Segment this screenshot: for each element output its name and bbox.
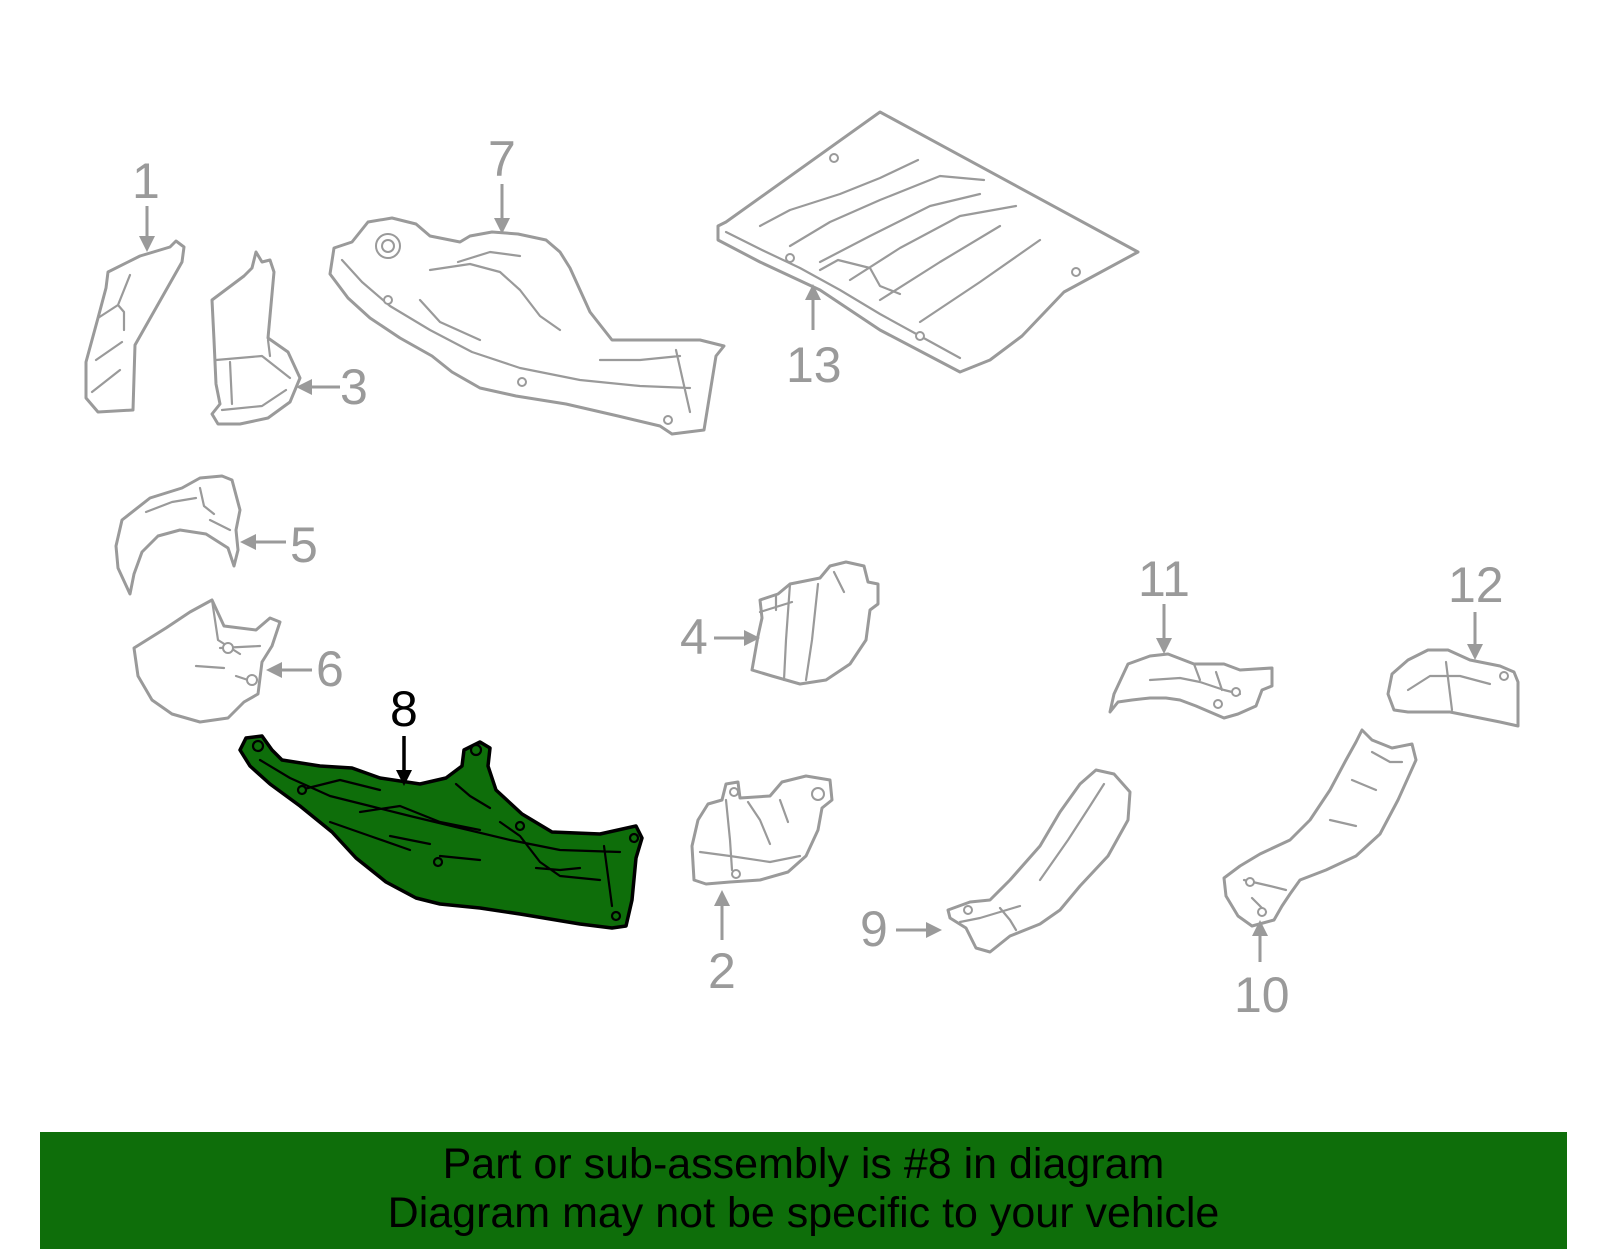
part-4[interactable] (750, 560, 880, 686)
part-3[interactable] (210, 250, 302, 426)
part-2[interactable] (690, 774, 834, 886)
callout-8: 8 (390, 681, 418, 786)
callout-11-label: 11 (1138, 551, 1190, 607)
banner-line-2: Diagram may not be specific to your vehi… (387, 1189, 1220, 1237)
callout-6-label: 6 (316, 641, 344, 697)
part-9[interactable] (946, 768, 1132, 954)
callout-7: 7 (488, 131, 516, 234)
callout-13-label: 13 (786, 337, 842, 393)
part-5[interactable] (114, 474, 242, 596)
callout-6: 6 (266, 641, 344, 697)
callout-3-label: 3 (340, 359, 368, 415)
part-1[interactable] (84, 239, 186, 414)
part-13[interactable] (716, 110, 1140, 374)
part-11[interactable] (1108, 652, 1274, 720)
callout-12-label: 12 (1448, 557, 1504, 613)
callout-9: 9 (860, 901, 942, 957)
callout-10: 10 (1234, 920, 1290, 1023)
banner-line-1: Part or sub-assembly is #8 in diagram (442, 1140, 1165, 1188)
callout-10-label: 10 (1234, 967, 1290, 1023)
callout-8-label: 8 (390, 681, 418, 737)
callout-9-label: 9 (860, 901, 888, 957)
callout-12: 12 (1448, 557, 1504, 660)
callout-5: 5 (240, 517, 318, 573)
callout-4-label: 4 (680, 609, 708, 665)
info-banner: Part or sub-assembly is #8 in diagram Di… (40, 1132, 1567, 1249)
part-12[interactable] (1386, 648, 1520, 728)
callout-1: 1 (132, 153, 160, 252)
callout-2-label: 2 (708, 943, 736, 999)
callout-1-label: 1 (132, 153, 160, 209)
callout-5-label: 5 (290, 517, 318, 573)
callout-4: 4 (680, 609, 760, 665)
part-7[interactable] (328, 216, 726, 436)
callout-7-label: 7 (488, 131, 516, 187)
part-8[interactable] (238, 734, 644, 930)
part-10[interactable] (1222, 728, 1418, 928)
callout-11: 11 (1138, 551, 1190, 654)
callout-3: 3 (296, 359, 368, 415)
callout-2: 2 (708, 890, 736, 999)
part-6[interactable] (132, 598, 282, 724)
callout-13: 13 (786, 284, 842, 393)
